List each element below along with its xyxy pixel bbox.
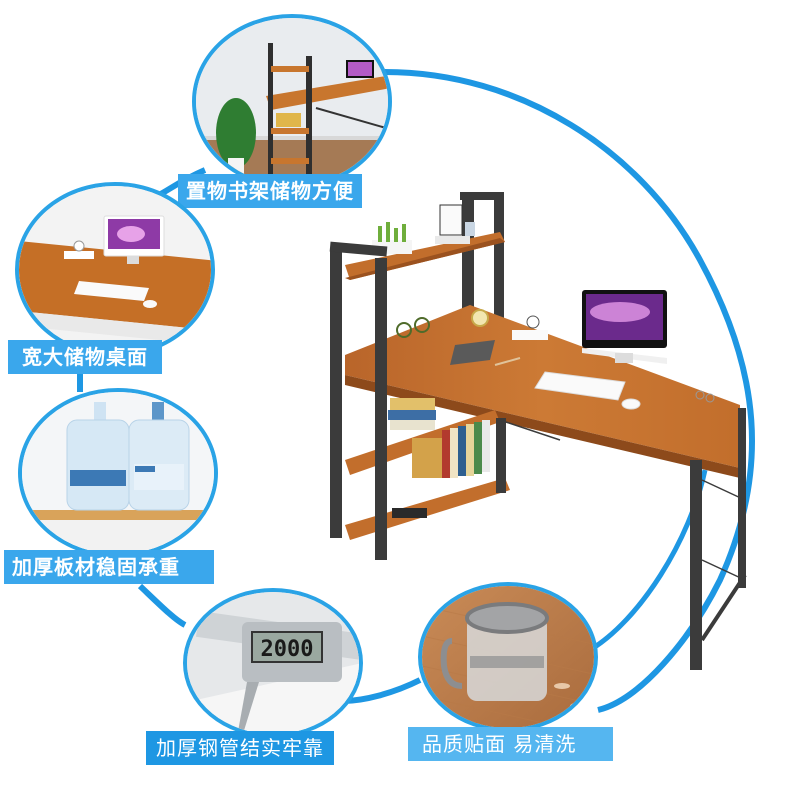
feature-label-thick-board: 加厚板材稳固承重: [4, 550, 214, 584]
inset-bookshelf-room: [192, 14, 392, 189]
water-cup-image: [422, 586, 594, 728]
feature-label-wide-surface: 宽大储物桌面: [8, 340, 162, 374]
inset-caliper: 2000: [183, 588, 363, 738]
inset-water-bottles: [18, 388, 218, 558]
wide-desk-image: [19, 186, 211, 353]
water-bottles-image: [22, 392, 214, 554]
feature-label-shelf-storage: 置物书架储物方便: [178, 174, 362, 208]
inset-wide-desk: [15, 182, 215, 357]
bookshelf-room-image: [196, 18, 388, 185]
caliper-reading: 2000: [261, 637, 314, 662]
inset-water-cup: [418, 582, 598, 732]
caliper-image: 2000: [187, 592, 359, 734]
feature-label-thick-steel: 加厚钢管结实牢靠: [146, 731, 334, 765]
feature-label-easy-clean: 品质贴面 易清洗: [408, 727, 613, 761]
